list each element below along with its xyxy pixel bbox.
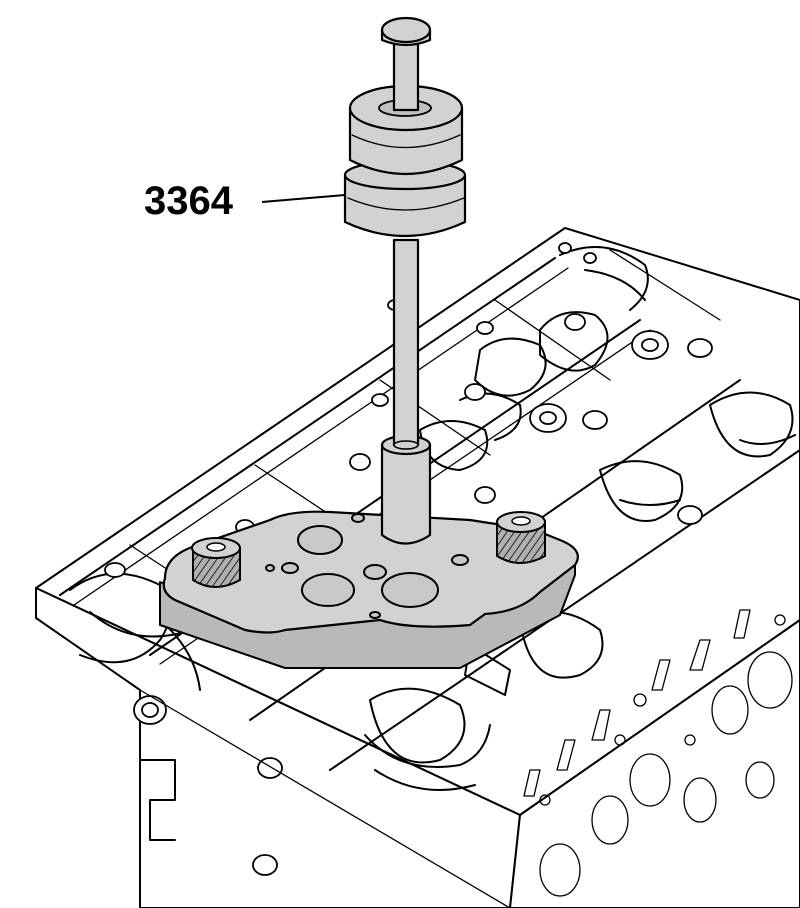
- puller-shaft: [392, 238, 420, 447]
- callout-leader-line: [261, 194, 346, 203]
- puller-tool-3364: [159, 16, 579, 669]
- knurled-nut-left: [191, 537, 241, 588]
- callout-3364: 3364: [144, 179, 346, 223]
- front-face-details: [133, 689, 511, 908]
- side-ports: [523, 609, 793, 897]
- callout-label-3364: 3364: [144, 179, 234, 223]
- bearing-cap-bolts: [104, 242, 713, 696]
- knurled-nut-right: [496, 511, 546, 564]
